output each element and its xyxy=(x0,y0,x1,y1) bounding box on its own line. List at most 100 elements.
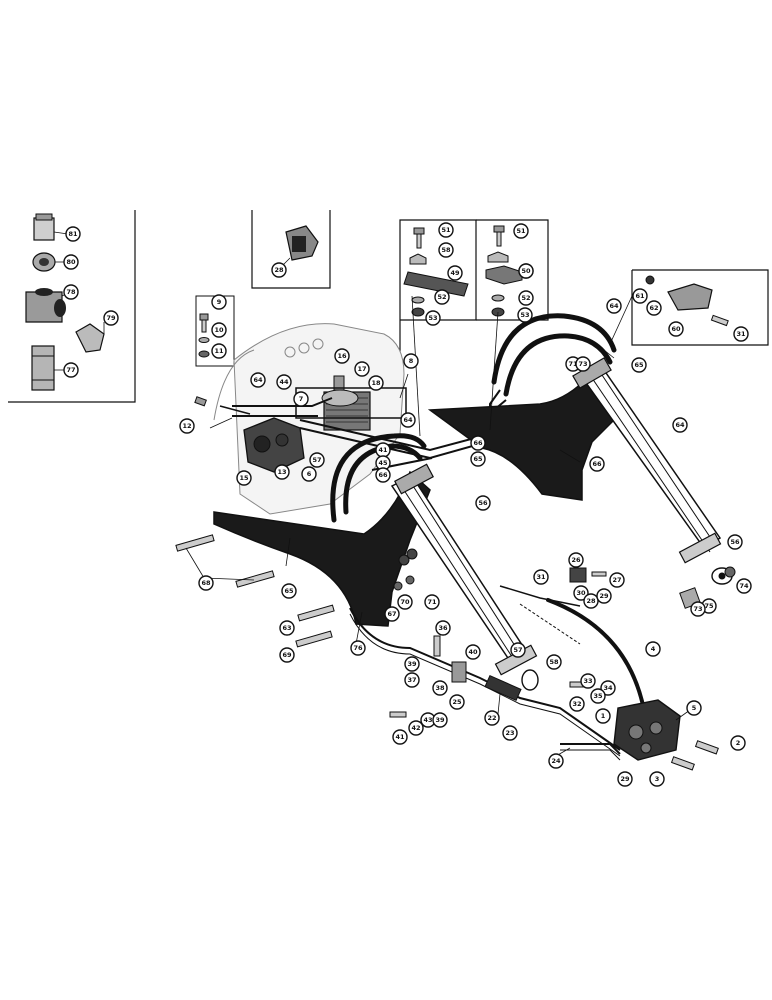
callout-label: 66 xyxy=(592,460,602,468)
callout-circle xyxy=(438,242,454,258)
callout-label: 2 xyxy=(736,739,741,747)
callout-circle xyxy=(583,593,599,609)
callout-66: 66 xyxy=(375,467,391,483)
callout-label: 57 xyxy=(513,646,522,654)
callout-label: 73 xyxy=(693,605,702,613)
callout-circle xyxy=(65,226,81,242)
callout-13: 13 xyxy=(274,464,290,480)
callout-circle xyxy=(368,375,384,391)
fitting-elbow-79 xyxy=(75,323,105,353)
callout-67: 67 xyxy=(384,606,400,622)
callout-circle xyxy=(580,673,596,689)
control-linkage xyxy=(349,585,621,757)
callout-label: 63 xyxy=(282,624,291,632)
callout-circle xyxy=(595,708,611,724)
callout-label: 45 xyxy=(378,459,388,467)
callout-24: 24 xyxy=(548,753,564,769)
callout-circle xyxy=(404,672,420,688)
callout-label: 58 xyxy=(549,658,559,666)
callout-label: 75 xyxy=(704,602,714,610)
callout-label: 34 xyxy=(603,684,613,692)
callout-circle xyxy=(281,583,297,599)
callout-28: 28 xyxy=(583,593,599,609)
callout-27: 27 xyxy=(609,572,625,588)
callout-label: 49 xyxy=(450,269,460,277)
callout-circle xyxy=(408,720,424,736)
callout-30: 30 xyxy=(573,585,589,601)
callout-65: 65 xyxy=(470,451,486,467)
callout-31: 31 xyxy=(533,569,549,585)
callout-circle xyxy=(301,466,317,482)
control-valve xyxy=(560,699,719,771)
callout-circle xyxy=(236,470,252,486)
callout-label: 5 xyxy=(692,704,697,712)
callout-label: 52 xyxy=(437,293,446,301)
bracket-inset-60 xyxy=(645,275,729,327)
callout-65: 65 xyxy=(631,357,647,373)
callout-79: 79 xyxy=(103,310,119,326)
callout-label: 3 xyxy=(655,775,660,783)
callout-circle xyxy=(465,644,481,660)
callout-7: 7 xyxy=(293,391,309,407)
callout-label: 60 xyxy=(671,325,681,333)
callout-circle xyxy=(733,326,749,342)
callout-73: 73 xyxy=(575,356,591,372)
callout-circle xyxy=(309,452,325,468)
callout-circle xyxy=(533,569,549,585)
callout-circle xyxy=(632,288,648,304)
callout-label: 29 xyxy=(620,775,630,783)
callout-66: 66 xyxy=(589,456,605,472)
callout-label: 56 xyxy=(478,499,488,507)
callout-label: 32 xyxy=(572,700,581,708)
callout-18: 18 xyxy=(368,375,384,391)
callout-label: 28 xyxy=(274,266,284,274)
callout-1: 1 xyxy=(595,708,611,724)
callout-25: 25 xyxy=(449,694,465,710)
callout-label: 16 xyxy=(337,352,347,360)
callout-2: 2 xyxy=(730,735,746,751)
callout-label: 1 xyxy=(601,712,606,720)
callout-circle xyxy=(589,456,605,472)
bracket-inset-50 xyxy=(485,225,523,317)
fitting-nipple-77 xyxy=(31,345,55,391)
callout-34: 34 xyxy=(600,680,616,696)
callout-label: 28 xyxy=(586,597,596,605)
callout-label: 76 xyxy=(353,644,363,652)
callout-circle xyxy=(668,321,684,337)
callout-label: 8 xyxy=(409,357,414,365)
callout-label: 73 xyxy=(578,360,587,368)
callout-label: 79 xyxy=(106,314,116,322)
callout-label: 27 xyxy=(612,576,621,584)
callout-circle xyxy=(425,310,441,326)
callout-56: 56 xyxy=(475,495,491,511)
callout-label: 50 xyxy=(521,267,531,275)
callout-31: 31 xyxy=(733,326,749,342)
callout-label: 26 xyxy=(571,556,581,564)
callout-circle xyxy=(397,594,413,610)
callout-10: 10 xyxy=(211,322,227,338)
callout-78: 78 xyxy=(63,284,79,300)
callout-33: 33 xyxy=(580,673,596,689)
callout-circle xyxy=(274,464,290,480)
callout-36: 36 xyxy=(435,620,451,636)
callout-circle xyxy=(609,572,625,588)
callout-26: 26 xyxy=(568,552,584,568)
callout-69: 69 xyxy=(279,647,295,663)
callout-39: 39 xyxy=(432,712,448,728)
callout-circle xyxy=(392,729,408,745)
callout-label: 24 xyxy=(551,757,561,765)
callout-63: 63 xyxy=(279,620,295,636)
callout-56: 56 xyxy=(727,534,743,550)
callout-68: 68 xyxy=(198,575,214,591)
callout-circle xyxy=(617,771,633,787)
callout-51: 51 xyxy=(513,223,529,239)
callout-29: 29 xyxy=(617,771,633,787)
callout-circle xyxy=(569,696,585,712)
callout-81: 81 xyxy=(65,226,81,242)
callout-label: 18 xyxy=(371,379,381,387)
callout-circle xyxy=(334,348,350,364)
callout-label: 41 xyxy=(378,446,388,454)
callout-73: 73 xyxy=(690,601,706,617)
callout-label: 41 xyxy=(395,733,405,741)
